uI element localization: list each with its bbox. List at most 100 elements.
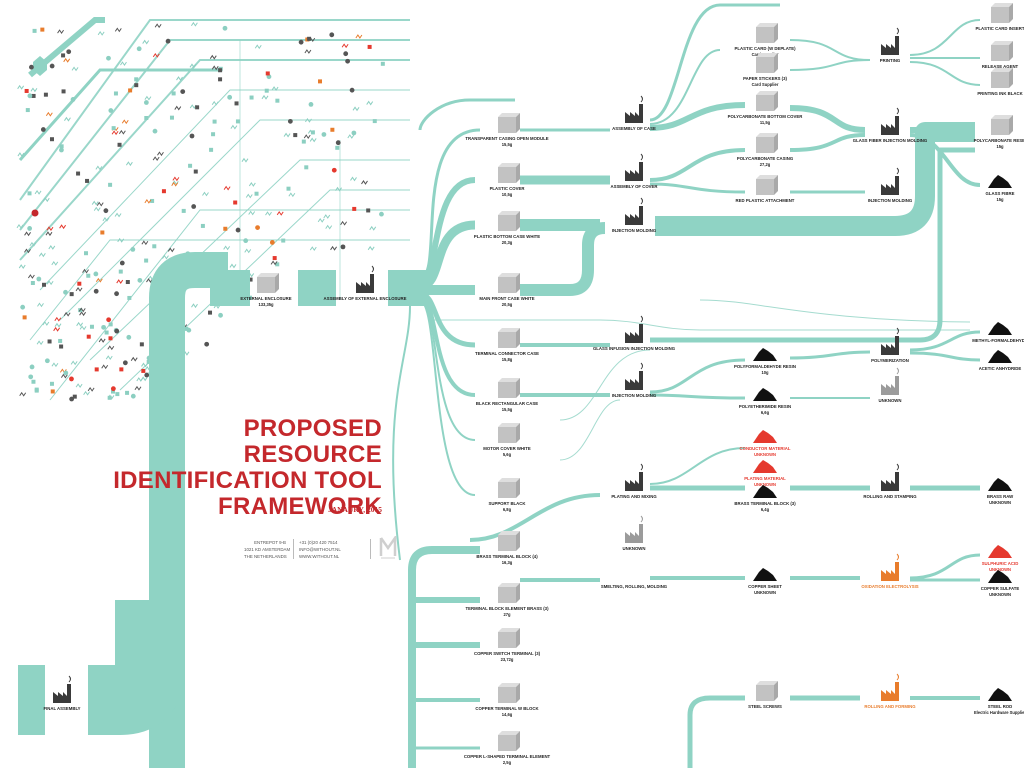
bg-marker: [143, 100, 149, 105]
bg-marker: [114, 328, 120, 334]
box-icon-top: [498, 328, 520, 332]
bg-marker: [307, 129, 315, 135]
node-sublabel: 10g: [761, 370, 769, 375]
bg-marker: [341, 43, 349, 49]
node-sublabel: 15g: [996, 144, 1004, 149]
bg-marker: [75, 286, 83, 292]
bg-marker: [110, 386, 116, 392]
node-label: RED PLASTIC ATTACHMENT: [736, 198, 795, 203]
smoke-icon: [896, 463, 899, 471]
node-label: POLYCARBONATE RESIN: [974, 138, 1024, 143]
node-label: PLASTIC CARD INSERT: [976, 26, 1024, 31]
bg-marker: [54, 322, 62, 328]
bg-marker: [114, 27, 122, 33]
node-sublabel: Card Supplier: [752, 82, 779, 87]
node-sublabel: 23,72g: [501, 657, 514, 662]
bg-marker: [27, 226, 33, 231]
bg-marker: [234, 101, 239, 106]
bg-marker: [30, 87, 38, 93]
contact-phone[interactable]: +31 (0)20 420 7514: [299, 540, 338, 545]
node-label: GLASS FIBER INJECTION MOLDING: [853, 138, 928, 143]
node-label: INJECTION MOLDING: [868, 198, 913, 203]
bg-marker: [208, 310, 213, 315]
contact-website[interactable]: WWW.WITHOUT.NL: [299, 554, 340, 559]
bg-marker: [254, 44, 262, 50]
bg-marker: [223, 185, 231, 191]
bg-link: [119, 189, 410, 391]
bg-link-thick: [28, 17, 105, 78]
factory-icon: [881, 562, 899, 581]
bg-marker: [222, 25, 228, 31]
address-line-2: 1021 KD AMSTERDAM: [244, 547, 291, 552]
bg-marker: [44, 358, 50, 364]
bg-marker: [105, 355, 113, 360]
box-icon-side: [516, 328, 520, 348]
bg-marker: [40, 27, 45, 32]
node-label: PLASTIC CARD (W DEPLATE): [734, 46, 796, 51]
bg-marker: [361, 180, 368, 185]
box-icon-side: [516, 273, 520, 293]
bg-marker: [24, 248, 31, 254]
bg-marker: [36, 340, 44, 346]
bg-marker: [176, 76, 183, 81]
node-brass-terminal: BRASS TERMINAL BLOCK (4)16,3g: [476, 531, 538, 565]
node-rolling: ROLLING AND STAMPING: [863, 463, 917, 499]
box-icon-top: [991, 3, 1013, 7]
smoke-icon: [640, 95, 643, 103]
node-label: SMELTING, ROLLING, MOLDING: [601, 584, 668, 589]
material-pile-icon: [988, 322, 1012, 335]
bg-marker: [209, 54, 217, 60]
bg-marker: [142, 39, 150, 45]
bg-marker: [38, 252, 46, 258]
box-icon-side: [774, 133, 778, 153]
smoke-icon: [640, 153, 643, 161]
bg-marker: [162, 254, 169, 260]
bg-marker: [122, 360, 128, 366]
node-sublabel: 14,6g: [502, 712, 513, 717]
flow-to-plating: [469, 493, 601, 542]
bg-marker: [223, 226, 228, 231]
smoke-icon: [640, 197, 643, 205]
box-icon: [756, 57, 774, 73]
flow-final-trunk: [85, 600, 185, 735]
flow-glassinj-to-polyester: [650, 147, 975, 343]
bg-marker: [269, 240, 275, 245]
bg-marker: [64, 116, 71, 122]
bg-marker: [51, 260, 59, 266]
material-pile-icon: [988, 688, 1012, 701]
bg-marker: [265, 211, 272, 216]
node-label: TRANSPARENT CASING OPEN MODULE: [465, 136, 548, 141]
factory-icon: [881, 116, 899, 135]
box-icon-side: [516, 478, 520, 498]
flow-polyform-to-polymer: [789, 350, 871, 360]
node-plastic-label: PLASTIC CARD (W DEPLATE)Card Supplier: [734, 23, 796, 57]
node-label: TERMINAL CONNECTOR CASE: [475, 351, 539, 356]
box-icon-top: [498, 113, 520, 117]
bg-marker: [107, 345, 115, 351]
bg-marker: [141, 240, 149, 246]
bg-marker: [69, 376, 74, 382]
bg-marker: [63, 57, 71, 63]
bg-marker: [275, 98, 280, 103]
bg-marker: [146, 359, 151, 364]
bg-marker: [335, 140, 341, 146]
node-release-agent: RELEASE AGENT: [982, 41, 1019, 69]
bg-marker: [154, 23, 162, 29]
bg-marker: [130, 393, 136, 399]
bg-marker: [29, 64, 34, 70]
bg-marker: [195, 105, 200, 110]
bg-marker: [130, 246, 136, 252]
bg-marker: [325, 224, 333, 230]
bg-marker: [223, 245, 231, 251]
bg-marker: [102, 216, 110, 222]
contact-email[interactable]: INFO@WITHOUT.NL: [299, 547, 341, 552]
bg-marker: [108, 322, 113, 327]
material-pile-icon: [988, 350, 1012, 363]
thin-link-2: [559, 349, 651, 421]
node-sublabel: 20,3g: [502, 240, 513, 245]
material-pile-icon: [753, 388, 777, 401]
node-sublabel: 20,5g: [502, 302, 513, 307]
bg-marker: [34, 190, 42, 195]
